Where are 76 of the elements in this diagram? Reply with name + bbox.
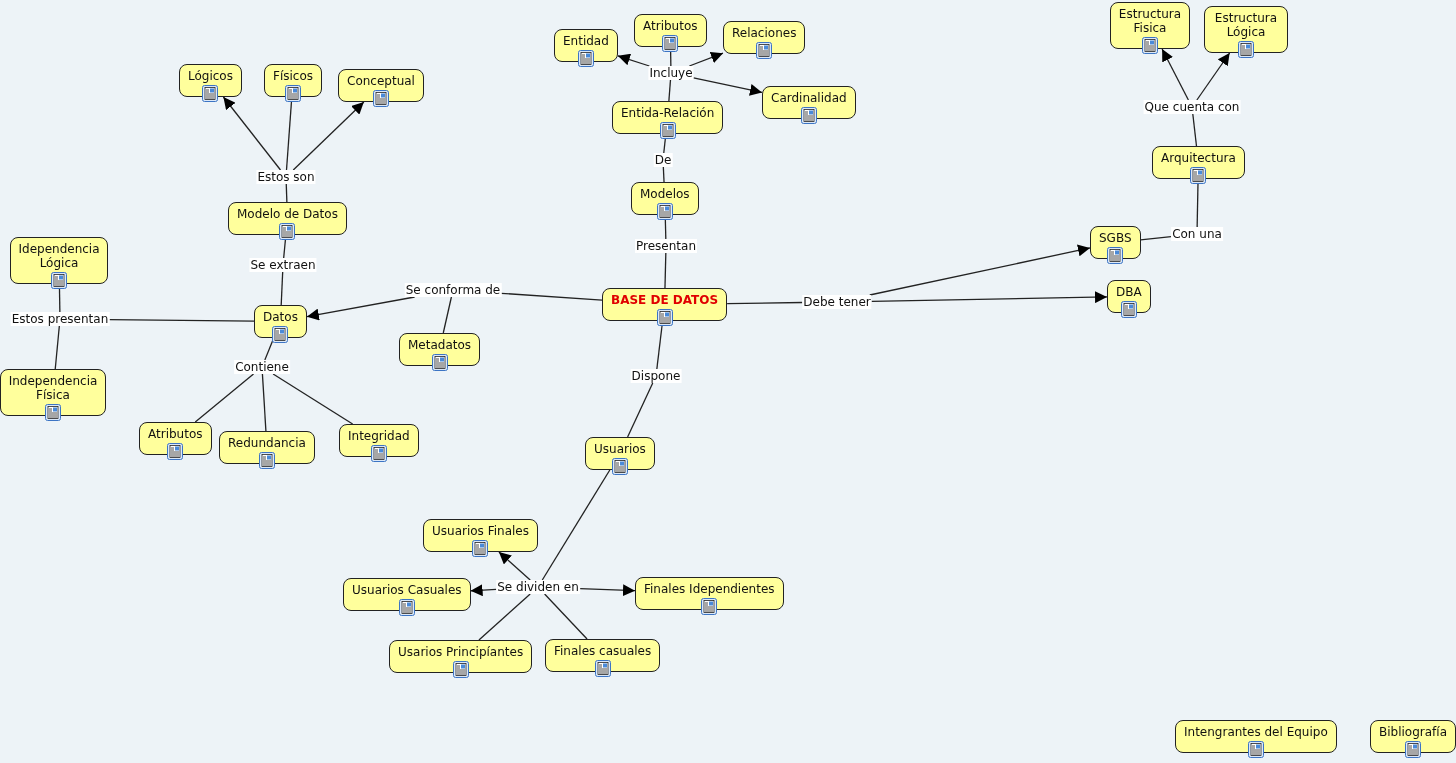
concept-label: DBA [1116, 285, 1142, 299]
concept-label: Conceptual [347, 74, 415, 88]
connector-line [292, 101, 365, 171]
concept-label: Finales Idependientes [644, 582, 775, 596]
concept-label: Arquitectura [1161, 151, 1236, 165]
linking-phrase: Estos presentan [10, 312, 110, 326]
concept-label: Estructura Lógica [1213, 11, 1279, 39]
connector-line [726, 301, 803, 305]
concept-label: Datos [263, 310, 298, 324]
connector-line [285, 183, 288, 203]
connector-line [668, 79, 672, 102]
concept-label: Usuarios Casuales [352, 583, 462, 597]
concept-label: Integridad [348, 429, 410, 443]
concept-label: Idependencia Lógica [18, 242, 100, 270]
connector-line [1196, 52, 1231, 101]
connector-line [306, 296, 416, 321]
connector-line [626, 382, 654, 438]
concept-label: Atributos [148, 427, 203, 441]
linking-phrase: De [653, 153, 673, 167]
connector-line [662, 166, 665, 183]
linking-phrase: Se dividen en [496, 580, 580, 594]
concept-label: Modelos [640, 187, 690, 201]
connector-line [541, 469, 611, 581]
concept-label: Atributos [643, 19, 698, 33]
connector-line [478, 593, 531, 641]
connector-line [108, 318, 255, 322]
linking-phrase: Se conforma de [404, 283, 502, 297]
linking-phrase: Presentan [635, 239, 697, 253]
concept-label: Intengrantes del Equipo [1184, 725, 1328, 739]
connector-line [1192, 113, 1198, 147]
linking-phrase: Contiene [234, 360, 290, 374]
connector-line [1139, 236, 1172, 241]
concept-label: Físicos [273, 69, 313, 83]
connector-line [54, 325, 60, 370]
connector-line [688, 51, 724, 67]
concept-label: Metadatos [408, 338, 472, 352]
connector-line [869, 244, 1091, 296]
concept-label: SGBS [1099, 231, 1132, 245]
connector-line [222, 96, 282, 171]
concept-label: Entida-Relación [621, 106, 715, 120]
connector-line [1161, 48, 1190, 101]
concept-label: Entidad [563, 34, 609, 48]
concept-label: Usuarios [594, 442, 646, 456]
connector-line [871, 291, 1108, 304]
connector-line [194, 373, 255, 423]
connector-line [617, 53, 650, 67]
connector-line [543, 593, 588, 640]
connector-line [442, 296, 453, 334]
connector-line [280, 271, 284, 306]
concept-label: Cardinalidad [771, 91, 847, 105]
linking-phrase: Dispone [630, 369, 682, 383]
linking-phrase: Debe tener [802, 295, 872, 309]
concept-label: Redundancia [228, 436, 306, 450]
concept-label: Estructura Fisica [1118, 7, 1182, 35]
linking-phrase: Estos son [256, 170, 316, 184]
linking-phrase: Que cuenta con [1143, 100, 1241, 114]
concept-label: Usarios Principíantes [398, 645, 524, 659]
concept-label: Lógicos [188, 69, 233, 83]
concept-label: Independencia Física [8, 374, 98, 402]
concept-label: BASE DE DATOS [611, 293, 719, 307]
connector-line [579, 584, 636, 597]
linking-phrase: Incluye [648, 66, 694, 80]
concept-label: Finales casuales [554, 644, 652, 658]
connector-line [272, 373, 354, 425]
connector-line [500, 292, 603, 301]
concept-label: Usuarios Finales [432, 524, 529, 538]
connector-line [261, 373, 267, 432]
connector-line [692, 77, 763, 96]
concept-label: Bibliografía [1379, 725, 1447, 739]
linking-phrase: Con una [1171, 227, 1223, 241]
linking-phrase: Se extraen [249, 258, 317, 272]
concept-label: Relaciones [732, 26, 797, 40]
concept-label: Modelo de Datos [237, 207, 338, 221]
connector-line [469, 584, 497, 597]
connector-line [498, 551, 531, 581]
connector-line [664, 252, 667, 289]
